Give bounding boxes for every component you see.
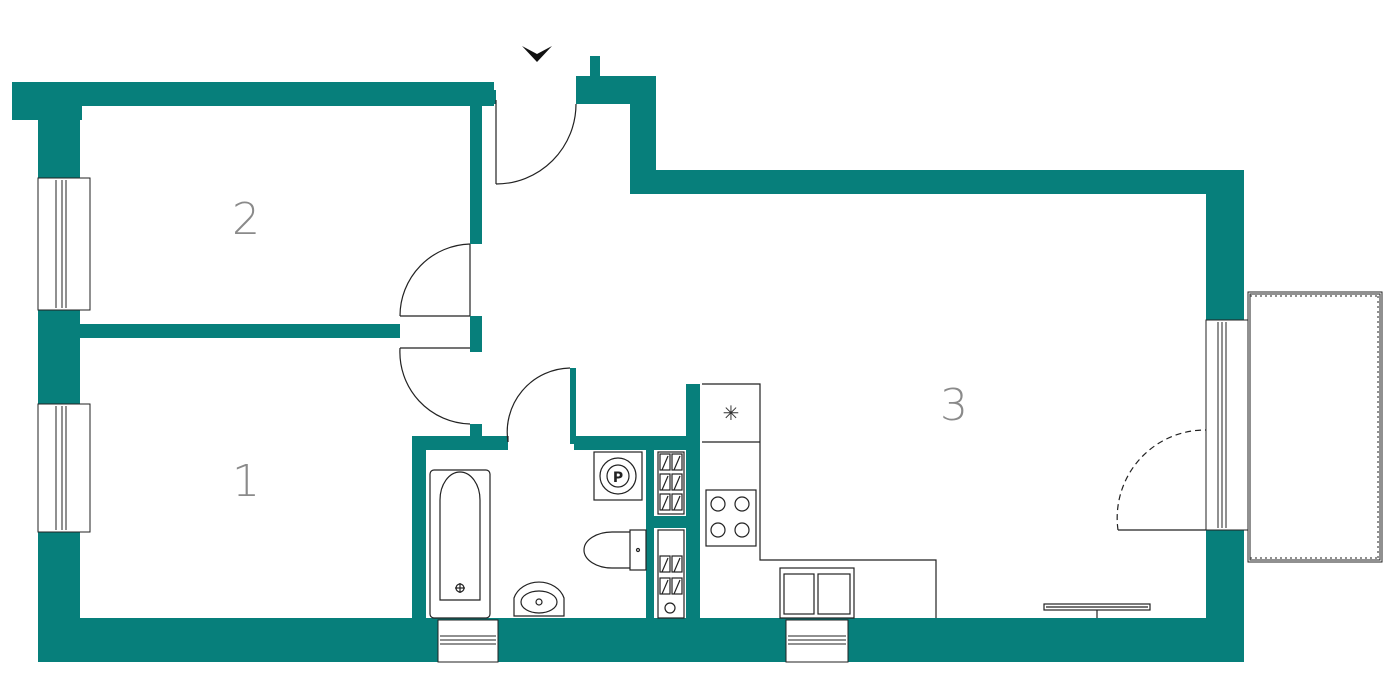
- wall-left-pier-2: [38, 310, 80, 404]
- door-balcony: [1116, 429, 1207, 531]
- room-label-1: 1: [232, 456, 260, 507]
- window-kitchen: [785, 619, 849, 663]
- boiler-icon: P: [593, 451, 643, 501]
- room-label-2: 2: [232, 194, 260, 245]
- windows: [37, 177, 1249, 663]
- balcony: [1247, 291, 1383, 563]
- washbasin-icon: [513, 581, 565, 617]
- toilet-icon: [583, 529, 647, 571]
- wall-bathroom-jamb: [470, 424, 482, 440]
- window-bathroom: [437, 619, 499, 663]
- window-room-2: [37, 177, 91, 311]
- wall-bathroom-right: [686, 384, 700, 620]
- wall-top-right: [630, 170, 1244, 194]
- door-room-1: [399, 347, 471, 425]
- entrance-arrow-icon: [522, 46, 552, 62]
- wall-entrance-jamb-left: [482, 90, 496, 104]
- door-bathroom: [506, 367, 571, 443]
- wall-bathroom-top-left: [412, 436, 508, 450]
- stove-icon: [705, 489, 757, 547]
- wall-bathroom-top-right: [574, 436, 700, 450]
- wall-bottom: [38, 618, 1244, 662]
- kitchen-counter: [702, 383, 937, 618]
- radiator-icon: [1043, 603, 1151, 618]
- wall-shaft-mid: [646, 516, 686, 528]
- wall-left-pier-1: [38, 82, 80, 178]
- wall-entrance-post: [590, 56, 600, 80]
- wall-top-left: [12, 82, 494, 106]
- wall-partition-1-2: [78, 324, 400, 338]
- wall-corridor-upper: [470, 98, 482, 244]
- window-room-1: [37, 403, 91, 533]
- wall-bathroom-door-jamb: [570, 368, 576, 444]
- boiler-symbol: P: [613, 470, 623, 486]
- walls: [12, 56, 1244, 662]
- window-balcony-door: [1205, 319, 1249, 531]
- doors: [399, 100, 1207, 531]
- fridge-icon: ✳: [723, 401, 740, 425]
- door-entrance: [495, 100, 577, 185]
- wall-bathroom-left: [412, 436, 426, 620]
- wall-right-lower: [1206, 530, 1244, 662]
- meter-icon: [657, 451, 685, 619]
- wall-shaft: [646, 450, 654, 620]
- bathtub-icon: [429, 469, 491, 619]
- wall-corridor-jamb: [470, 316, 482, 352]
- door-room-2: [399, 243, 471, 317]
- room-label-3: 3: [940, 380, 968, 431]
- wall-right-upper: [1206, 170, 1244, 320]
- sink-icon: [779, 567, 855, 619]
